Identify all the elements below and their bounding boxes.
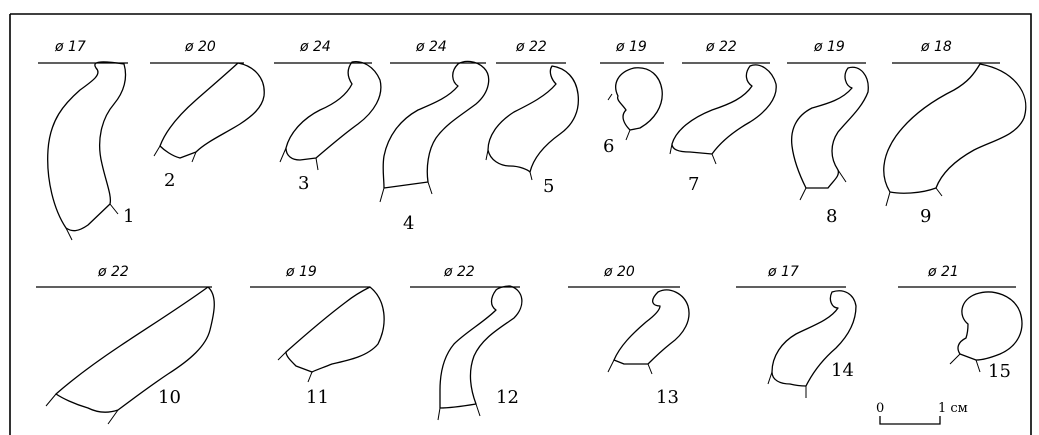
sherd-7: ø 22 7	[669, 39, 777, 195]
sherd-4-diameter: ø 24	[415, 39, 447, 55]
sherd-15-profile	[957, 291, 1023, 361]
sherd-4-profile	[382, 60, 490, 189]
sherd-7-number: 7	[688, 174, 699, 195]
sherd-5-diameter: ø 22	[515, 39, 547, 55]
scale-bar-end-label: 1 см	[938, 401, 968, 416]
sherd-6: ø 19 6	[600, 39, 664, 157]
sherd-15-diameter: ø 21	[927, 264, 959, 280]
sherd-11-diameter: ø 19	[285, 264, 317, 280]
sherd-5: ø 22 5	[485, 39, 580, 197]
sherd-4: ø 24 4	[379, 39, 490, 234]
sherd-1-diameter: ø 17	[54, 39, 86, 55]
sherd-3-diameter: ø 24	[299, 39, 331, 55]
sherd-8-diameter: ø 19	[813, 39, 845, 55]
sherd-1-profile	[47, 61, 127, 232]
sherd-11-number: 11	[306, 387, 329, 408]
sherd-6-profile	[615, 67, 663, 131]
sherd-5-number: 5	[543, 176, 554, 197]
sherd-11: ø 19 11	[250, 264, 385, 408]
sherd-13: ø 20 13	[568, 264, 690, 408]
sherd-14-profile	[771, 290, 857, 387]
sherd-6-number: 6	[603, 136, 614, 157]
sherd-9-diameter: ø 18	[920, 39, 952, 55]
sherd-8-profile	[790, 66, 869, 189]
sherd-7-diameter: ø 22	[705, 39, 737, 55]
plate-frame	[9, 13, 1032, 435]
scale-bar: 0 1 см	[876, 401, 968, 425]
sherd-8-number: 8	[826, 206, 837, 227]
sherd-2-profile	[159, 62, 265, 159]
sherd-10-profile	[55, 286, 215, 413]
sherd-1: ø 17 1	[38, 39, 134, 241]
sherd-12: ø 22 12	[410, 264, 523, 421]
sherd-8: ø 19 8	[787, 39, 869, 227]
sherd-4-number: 4	[403, 213, 414, 234]
sherd-12-number: 12	[496, 387, 519, 408]
sherd-7-profile	[671, 64, 777, 155]
sherd-14-number: 14	[831, 360, 854, 381]
sherd-13-diameter: ø 20	[603, 264, 635, 280]
sherd-2: ø 20 2	[150, 39, 265, 191]
sherd-3: ø 24 3	[274, 39, 382, 194]
sherd-6-diameter: ø 19	[615, 39, 647, 55]
sherd-14: ø 17 14	[736, 264, 857, 398]
sherd-15: ø 21 15	[898, 264, 1023, 382]
sherd-3-profile	[285, 60, 382, 161]
sherd-13-profile	[613, 289, 690, 365]
sherd-13-number: 13	[656, 387, 679, 408]
sherd-2-number: 2	[164, 170, 175, 191]
sherd-14-diameter: ø 17	[767, 264, 799, 280]
sherd-5-profile	[487, 65, 580, 173]
sherd-1-number: 1	[123, 206, 134, 227]
scale-bar-start-label: 0	[876, 401, 884, 416]
sherd-9: ø 18 9	[883, 39, 1027, 227]
scale-bar-line	[879, 416, 941, 425]
sherd-11-profile	[285, 286, 385, 373]
sherd-12-diameter: ø 22	[443, 264, 475, 280]
sherd-10-diameter: ø 22	[97, 264, 129, 280]
sherd-10: ø 22 10	[36, 264, 215, 425]
sherd-10-number: 10	[158, 387, 181, 408]
sherd-9-profile	[883, 63, 1027, 194]
sherd-3-number: 3	[298, 173, 309, 194]
sherd-12-profile	[439, 285, 523, 409]
sherd-15-number: 15	[988, 361, 1011, 382]
sherd-2-diameter: ø 20	[184, 39, 216, 55]
sherd-9-number: 9	[920, 206, 931, 227]
